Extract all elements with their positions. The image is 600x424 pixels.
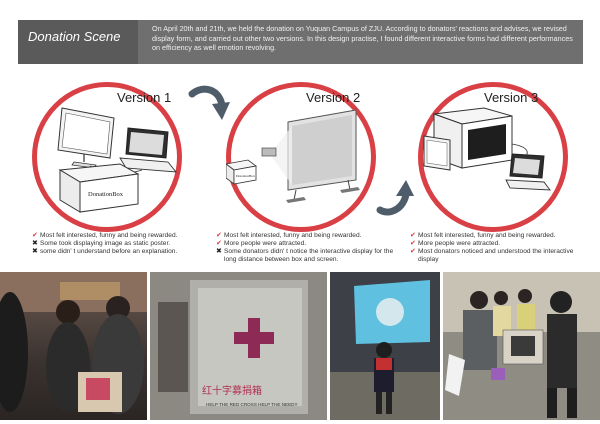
feedback-item: ✔Most felt interested, funny and being r…: [410, 232, 556, 239]
version-1-illustration: DonationBox: [57, 107, 178, 213]
monitor-icon: [423, 135, 451, 171]
version-3-label: Version 3: [484, 90, 539, 105]
feedback-item: ✖Some took displaying image as static po…: [32, 240, 171, 247]
donation-box-icon: DonationBox: [226, 159, 257, 185]
donation-sign-chinese: 红十字募捐箱: [202, 384, 262, 397]
photo-glass-donation-box: 红十字募捐箱 HELP THE RED CROSS HELP THE NEEDY: [150, 272, 327, 420]
projector-icon: [261, 147, 277, 157]
people-at-booth-photo: [0, 272, 147, 414]
laptop-icon: [119, 127, 178, 173]
photo-interactive-box: [443, 272, 600, 420]
check-icon: ✔: [216, 240, 222, 247]
page-title: Donation Scene: [18, 20, 138, 64]
version-3-feedback: ✔Most felt interested, funny and being r…: [410, 232, 590, 264]
monitor-icon: [57, 107, 115, 169]
version-1-feedback: ✔Most felt interested, funny and being r…: [32, 232, 212, 256]
version-2-label: Version 2: [306, 90, 361, 105]
photo-projection-display: [330, 272, 440, 420]
feedback-item: ✔More people were attracted.: [410, 240, 501, 247]
laptop-icon: [505, 153, 551, 191]
photo-donation-booth: [0, 272, 147, 420]
red-cross-icon: [234, 318, 274, 358]
curved-arrow-up-icon: [376, 180, 414, 216]
version-1-label: Version 1: [117, 90, 172, 105]
header-band: Donation Scene On April 20th and 21th, w…: [18, 20, 583, 64]
cross-icon: ✖: [216, 248, 222, 255]
header-description: On April 20th and 21th, we held the dona…: [152, 24, 573, 53]
feedback-item: ✔More people were attracted.: [216, 240, 307, 247]
feedback-item: ✔Most felt interested, funny and being r…: [32, 232, 178, 239]
feedback-item: ✖Some donators didn' t notice the intera…: [216, 248, 394, 263]
cross-icon: ✖: [32, 248, 38, 255]
feedback-item: ✔Most donators noticed and understood th…: [410, 248, 574, 263]
donation-box-label: DonationBox: [88, 191, 124, 198]
projection-screen-icon: [286, 109, 360, 203]
check-icon: ✔: [216, 232, 222, 239]
donation-box-icon: DonationBox: [58, 163, 140, 213]
version-2-feedback: ✔Most felt interested, funny and being r…: [216, 232, 406, 264]
donation-box-label: DonationBox: [236, 174, 255, 178]
cross-icon: ✖: [32, 240, 38, 247]
curved-arrow-right-icon: [188, 85, 230, 120]
check-icon: ✔: [32, 232, 38, 239]
check-icon: ✔: [410, 232, 416, 239]
version-3-illustration: [423, 107, 551, 191]
check-icon: ✔: [410, 248, 416, 255]
version-2-illustration: DonationBox: [226, 109, 360, 203]
feedback-item: ✔Most felt interested, funny and being r…: [216, 232, 362, 239]
donation-sign-english: HELP THE RED CROSS HELP THE NEEDY: [206, 402, 298, 407]
check-icon: ✔: [410, 240, 416, 247]
feedback-item: ✖some didn' t understand before an expla…: [32, 248, 178, 255]
